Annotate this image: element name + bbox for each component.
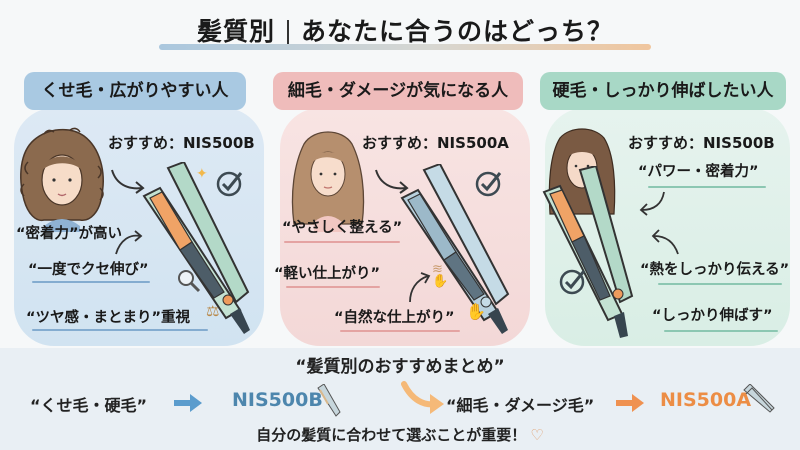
title-left: 髪質別 xyxy=(196,17,275,46)
point-curly-3: “ツヤ感・まとまり”重視 xyxy=(26,310,191,326)
curly-hair-woman-icon xyxy=(20,127,104,232)
panel-label-fine: 細毛・ダメージが気になる人 xyxy=(273,72,523,110)
panel-label-coarse: 硬毛・しっかり伸ばしたい人 xyxy=(540,72,786,110)
curved-arrow-icon xyxy=(401,381,444,414)
recommend-text-coarse: おすすめ：NIS500B xyxy=(628,134,775,152)
checkmark-icon xyxy=(216,171,243,197)
underline xyxy=(664,330,778,332)
arrow-icon xyxy=(111,169,145,194)
summary-hair-type-1: “くせ毛・硬毛” xyxy=(30,396,148,415)
point-coarse-1: “パワー・密着力” xyxy=(638,164,759,180)
warm-hand-icon: ≋✋ xyxy=(432,262,449,289)
page-title: 髪質別あなたに合うのはどっち？ xyxy=(155,14,655,50)
flat-iron-small-icon xyxy=(743,384,775,413)
sparkle-icon: ✦ xyxy=(196,166,208,182)
checkmark-icon xyxy=(559,269,586,295)
raised-hand-icon: ✋ xyxy=(466,302,486,321)
point-fine-1: “やさしく整える” xyxy=(282,220,403,236)
magnifier-icon xyxy=(178,270,201,293)
checkmark-icon xyxy=(475,171,502,197)
summary-note-text: 自分の髪質に合わせて選ぶことが重要！ xyxy=(256,426,527,444)
arrow-icon xyxy=(409,272,431,303)
arrow-icon xyxy=(639,191,665,216)
flat-iron-green-icon xyxy=(542,166,634,338)
underline xyxy=(32,329,208,331)
title-right: あなたに合うのはどっち？ xyxy=(301,17,614,46)
arrow-icon xyxy=(651,229,679,255)
summary-note: 自分の髪質に合わせて選ぶことが重要！♡ xyxy=(0,424,800,445)
summary-model-b: NIS500B xyxy=(232,389,323,411)
panel-label-curly: くせ毛・広がりやすい人 xyxy=(24,72,246,110)
recommend-text-curly: おすすめ：NIS500B xyxy=(108,134,255,152)
fine-hair-woman-icon xyxy=(291,131,365,232)
arrow-icon xyxy=(375,169,409,194)
underline xyxy=(340,330,460,332)
arrow-right-icon xyxy=(174,394,202,412)
summary-model-a: NIS500A xyxy=(660,389,752,411)
summary-hair-type-2: “細毛・ダメージ毛” xyxy=(446,396,595,415)
arrow-right-icon xyxy=(616,394,644,412)
underline xyxy=(286,286,380,288)
flat-iron-blue-icon xyxy=(400,164,510,334)
point-coarse-3: “しっかり伸ばす” xyxy=(652,308,773,324)
underline xyxy=(648,186,766,188)
scale-icon: ⚖ xyxy=(206,302,220,320)
underline xyxy=(658,283,782,285)
flat-iron-green-icon xyxy=(142,162,250,334)
title-separator xyxy=(287,20,289,44)
point-curly-1: “密着力”が高い xyxy=(16,226,123,242)
page-header: 髪質別あなたに合うのはどっち？ xyxy=(155,14,655,54)
arrow-icon xyxy=(115,230,143,255)
underline xyxy=(32,281,150,283)
underline xyxy=(284,241,400,243)
summary-section xyxy=(0,348,800,450)
recommend-text-fine: おすすめ：NIS500A xyxy=(362,134,509,152)
finger-heart-icon: ♡ xyxy=(530,426,544,444)
point-fine-2: “軽い仕上がり” xyxy=(274,266,381,282)
point-curly-2: “一度でクセ伸び” xyxy=(28,262,149,278)
flat-iron-small-icon xyxy=(317,384,341,417)
point-coarse-2: “熱をしっかり伝える” xyxy=(640,262,790,278)
title-underline xyxy=(159,44,651,50)
summary-title: “髪質別のおすすめまとめ” xyxy=(295,357,505,377)
point-fine-3: “自然な仕上がり” xyxy=(334,310,455,326)
